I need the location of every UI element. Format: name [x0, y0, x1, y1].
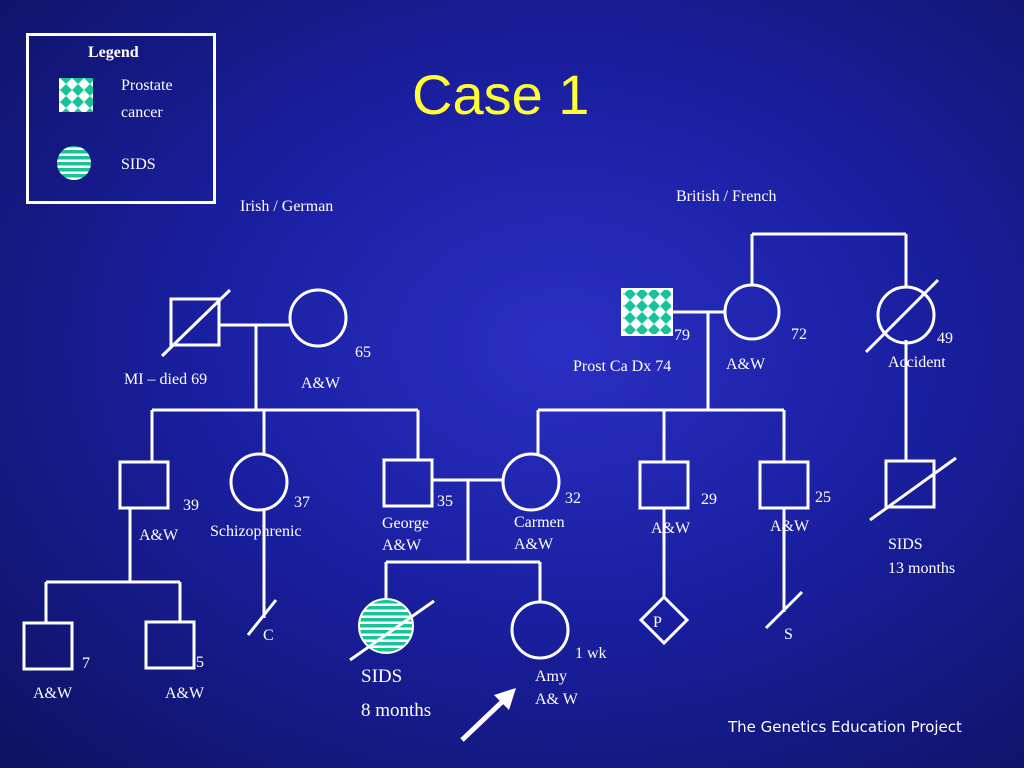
mgf-symbol [621, 288, 673, 336]
proband-age: 1 wk [575, 645, 607, 662]
mgm-sister-age: 49 [937, 330, 953, 347]
uncle-status: A&W [139, 527, 179, 544]
uncle-age: 39 [183, 497, 199, 514]
cousin1-age: 7 [82, 655, 90, 672]
maternal-uncle2-age: 25 [815, 489, 831, 506]
cousin2-status: A&W [165, 685, 205, 702]
ancestry-right: British / French [676, 188, 777, 205]
pgf-symbol [160, 288, 232, 358]
legend-sids-swatch [57, 146, 91, 180]
cousin1-symbol [22, 621, 74, 671]
sibling-sids-status: SIDS [361, 666, 403, 687]
legend-heading: Legend [88, 44, 139, 61]
mother-name: Carmen [514, 514, 565, 531]
sibling-sids-symbol [349, 598, 435, 662]
aunt-status: Schizophrenic [210, 523, 302, 540]
cousin1-status: A&W [33, 685, 73, 702]
father-name: George [382, 515, 429, 532]
mgm-symbol [723, 283, 781, 341]
legend-prostate-swatch [59, 78, 93, 112]
cousin-sids-symbol [869, 456, 957, 522]
pgm-status: A&W [301, 375, 341, 392]
mgm-sister-symbol [864, 278, 940, 354]
maternal-uncle2-status: A&W [770, 518, 810, 535]
mgf-age: 79 [674, 327, 690, 344]
mgf-status: Prost Ca Dx 74 [573, 358, 672, 375]
mother-symbol [501, 452, 561, 512]
proband-symbol [510, 600, 570, 660]
ancestry-left: Irish / German [240, 198, 334, 215]
pgm-symbol [288, 288, 348, 348]
cousin2-symbol [144, 620, 196, 670]
proband-status: A& W [535, 691, 578, 708]
sibling-sids-age: 8 months [361, 700, 432, 721]
legend-sids-label: SIDS [121, 156, 156, 173]
mgm-sister-status: Accident [888, 354, 946, 371]
mgm-age: 72 [791, 326, 807, 343]
mgm-status: A&W [726, 356, 766, 373]
legend-prostate-label-2: cancer [121, 104, 163, 121]
maternal-uncle1-status: A&W [651, 520, 691, 537]
pgf-status: MI – died 69 [124, 371, 208, 388]
pregnancy-label: P [653, 614, 662, 631]
maternal-uncle2-child-label: S [784, 626, 793, 643]
page-title: Case 1 [412, 63, 590, 126]
legend-box [26, 33, 216, 204]
aunt-age: 37 [294, 494, 310, 511]
proband-name: Amy [535, 668, 567, 685]
mother-status: A&W [514, 536, 554, 553]
father-symbol [382, 458, 434, 508]
cousin2-age: 5 [196, 654, 204, 671]
father-age: 35 [437, 493, 453, 510]
pregnancy-symbol [638, 594, 690, 646]
uncle-symbol [118, 460, 170, 510]
cousin-sids-status: SIDS [888, 536, 923, 553]
maternal-uncle1-symbol [638, 460, 690, 510]
aunt-child-label: C [263, 627, 274, 644]
father-status: A&W [382, 537, 422, 554]
footer-credit: The Genetics Education Project [728, 718, 962, 736]
aunt-symbol [229, 452, 289, 512]
legend-prostate-label-1: Prostate [121, 77, 173, 94]
proband-arrow [460, 688, 516, 742]
maternal-uncle1-age: 29 [701, 491, 717, 508]
cousin-sids-age: 13 months [888, 560, 956, 577]
maternal-uncle2-symbol [758, 460, 810, 510]
relationship-lines [44, 232, 908, 636]
mother-age: 32 [565, 490, 581, 507]
pgm-age: 65 [355, 344, 371, 361]
